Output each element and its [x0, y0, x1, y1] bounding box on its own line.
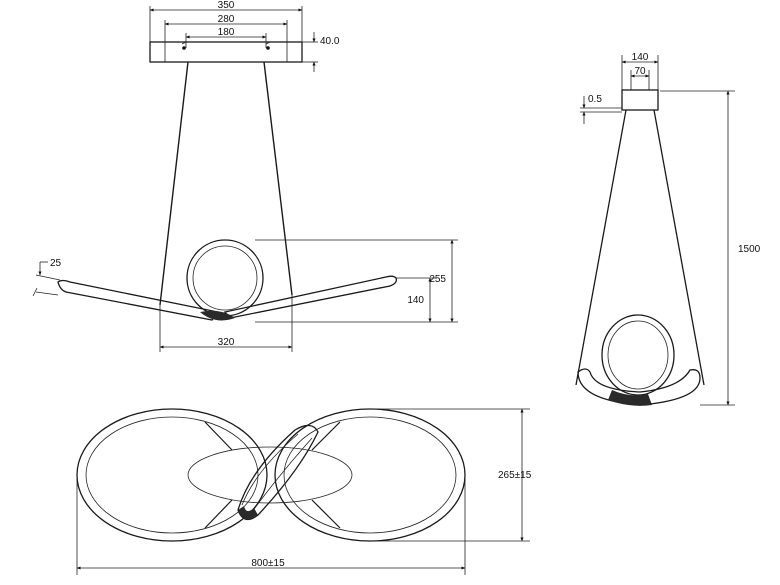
top-view: 265±15 800±15: [76, 408, 532, 575]
dim-canopy-width: 350: [218, 0, 235, 11]
dim-hole-spacing: 180: [218, 27, 235, 38]
dim-top-depth: 265±15: [498, 470, 532, 481]
front-center-knot: [200, 310, 235, 321]
top-canopy-disk: [187, 446, 353, 504]
dim-arm-thickness: 25: [50, 258, 62, 269]
front-canopy: [149, 41, 303, 63]
dim-top-width: 800±15: [251, 558, 285, 569]
front-canopy-screw-left: [182, 46, 186, 50]
side-ring: [601, 314, 675, 396]
top-right-ring-inner: [283, 416, 457, 534]
front-view: 350 280 180 40.0 25: [32, 0, 458, 352]
dim-ring-lower: 140: [407, 295, 424, 306]
dim-canopy-height: 40.0: [320, 36, 340, 47]
dim-side-canopy-width: 140: [632, 52, 649, 63]
front-arm-right: [223, 275, 398, 319]
front-ring-inner: [192, 245, 258, 311]
dim-side-inner-width: 70: [634, 66, 646, 77]
top-center-band: [237, 424, 319, 521]
dim-ring-height: 255: [429, 274, 446, 285]
side-view: 140 70 0.5 1500: [575, 52, 761, 406]
top-left-ring-outer: [76, 408, 268, 542]
front-ring-outer: [186, 239, 264, 317]
top-left-ring-inner: [85, 416, 259, 534]
dim-inner-width: 280: [218, 14, 235, 25]
dim-overall-height: 1500: [738, 244, 761, 255]
top-right-ring-outer: [274, 408, 466, 542]
front-canopy-screw-right: [266, 46, 270, 50]
dim-side-gap: 0.5: [588, 94, 602, 105]
dim-span-width: 320: [218, 337, 235, 348]
side-canopy: [621, 89, 659, 111]
